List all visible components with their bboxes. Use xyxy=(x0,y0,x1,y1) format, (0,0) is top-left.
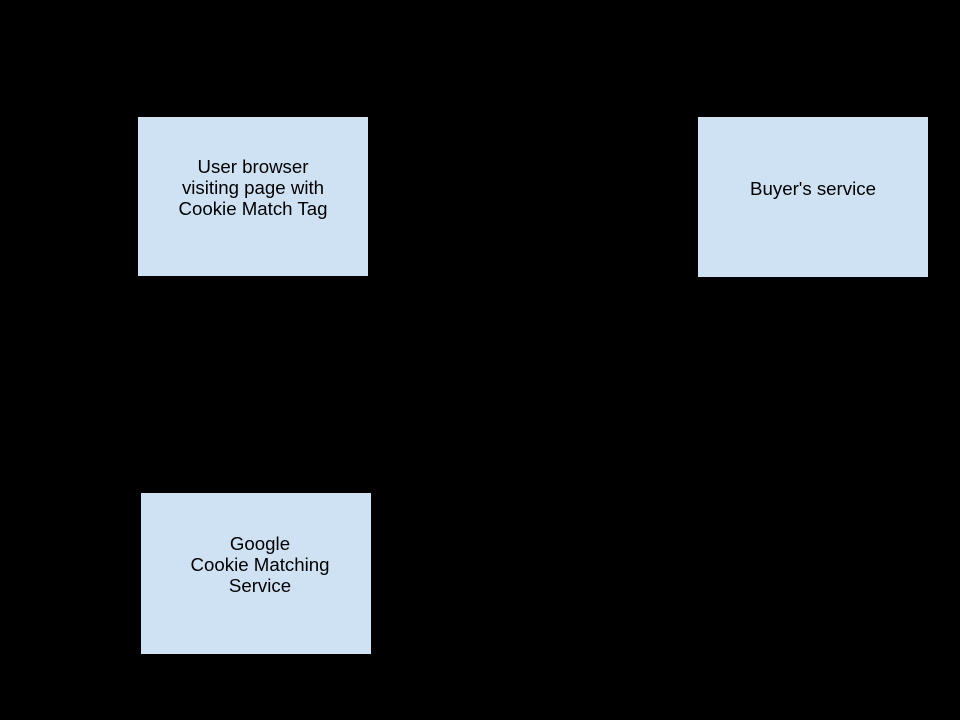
node-buyer-service: Buyer's service xyxy=(697,116,929,278)
node-buyer-service-label: Buyer's service xyxy=(750,177,876,199)
node-google-cookie-matching-service: Google Cookie Matching Service xyxy=(140,492,372,655)
node-user-browser: User browser visiting page with Cookie M… xyxy=(137,116,369,277)
node-google-cookie-matching-service-label: Google Cookie Matching Service xyxy=(190,533,330,596)
node-user-browser-label: User browser visiting page with Cookie M… xyxy=(178,156,328,219)
